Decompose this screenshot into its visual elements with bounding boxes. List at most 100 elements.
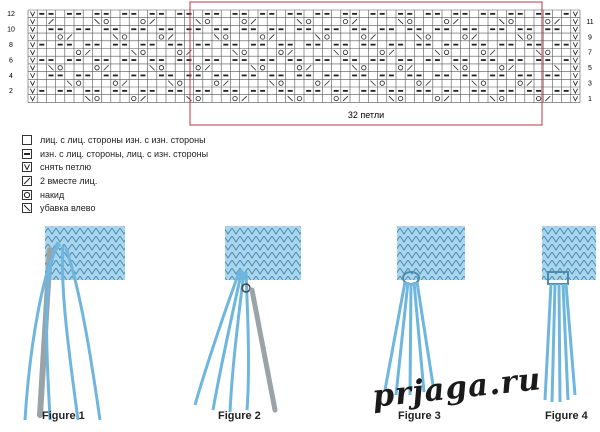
ssk-symbol: [131, 49, 137, 56]
ssk-symbol: [213, 34, 220, 40]
purl-symbol: [545, 28, 551, 31]
purl-symbol: [149, 89, 155, 92]
purl-symbol: [269, 28, 275, 31]
purl-symbol: [76, 28, 82, 31]
purl-symbol: [536, 12, 542, 15]
k2tog-symbol: [204, 64, 211, 71]
purl-symbol: [490, 59, 496, 61]
purl-symbol: [563, 43, 569, 46]
yarn-over-symbol: [462, 34, 468, 40]
slip-stitch-symbol: [30, 26, 36, 33]
purl-symbol: [361, 89, 367, 92]
chart-symbols: [30, 11, 578, 102]
purl-symbol: [324, 28, 330, 31]
purl-symbol: [131, 59, 137, 61]
purl-symbol: [370, 59, 376, 61]
purl-symbol: [398, 12, 404, 15]
k2tog-symbol: [66, 34, 73, 40]
purl-symbol: [388, 74, 394, 77]
purl-symbol: [131, 74, 137, 77]
legend-item: 2 вместе лиц.: [22, 174, 208, 188]
purl-symbol: [278, 28, 284, 31]
k2tog-symbol: [388, 49, 395, 56]
purl-symbol: [204, 12, 210, 15]
purl-symbol: [333, 74, 339, 77]
ssk-symbol: [186, 95, 192, 102]
purl-symbol: [352, 12, 358, 15]
yarn-over-symbol: [296, 65, 302, 71]
purl-symbol: [444, 89, 450, 92]
purl-symbol: [177, 89, 183, 92]
k2tog-symbol: [526, 80, 533, 86]
yarn-over-symbol: [480, 49, 486, 55]
purl-symbol: [241, 59, 247, 61]
k2tog-symbol: [250, 18, 257, 25]
purl-symbol: [453, 59, 459, 61]
row-number: 1: [588, 96, 592, 103]
ssk-symbol: [333, 49, 339, 56]
slip-stitch-symbol: [572, 34, 578, 41]
purl-symbol: [112, 89, 118, 92]
purl-symbol: [398, 59, 404, 61]
purl-symbol: [158, 74, 164, 77]
slip-stitch-symbol: [572, 49, 578, 56]
purl-symbol: [480, 89, 486, 92]
k2tog-symbol: [370, 34, 376, 40]
ssk-symbol: [471, 80, 477, 86]
purl-symbol: [177, 43, 183, 46]
purl-symbol: [370, 89, 376, 92]
purl-symbol: [250, 89, 256, 92]
purl-symbol: [214, 28, 220, 31]
purl-symbol: [517, 12, 523, 15]
purl-symbol: [66, 43, 72, 46]
yarn-over-symbol: [315, 80, 321, 86]
slip-stitch-symbol: [30, 19, 36, 25]
k2tog-symbol: [508, 64, 514, 71]
ssk-symbol: [112, 34, 119, 40]
purl-symbol: [563, 12, 569, 15]
yarn-over-symbol: [94, 95, 100, 102]
purl-symbol: [416, 28, 422, 31]
purl-symbol: [57, 89, 63, 92]
purl-symbol: [379, 74, 385, 77]
purl-symbol: [168, 28, 174, 31]
yarn-over-symbol: [480, 80, 486, 86]
purl-symbol: [177, 12, 183, 15]
k2tog-symbol: [241, 95, 247, 102]
ssk-symbol: [453, 64, 459, 71]
row-number: 7: [588, 50, 592, 57]
purl-symbol: [434, 74, 440, 77]
purl-symbol: [352, 28, 358, 31]
figure-3-illustration: [383, 226, 465, 396]
purl-symbol: [177, 59, 183, 61]
purl-symbol: [324, 12, 330, 15]
purl-symbol: [76, 12, 82, 15]
yarn-over-symbol: [103, 18, 109, 25]
legend: лиц. с лиц. стороны изн. с изн. стороны …: [22, 133, 208, 215]
slip-stitch-symbol: [30, 88, 36, 94]
purl-symbol: [214, 59, 220, 61]
yarn-over-symbol: [140, 49, 146, 55]
yarn-over-symbol: [499, 65, 505, 71]
ssk-symbol: [296, 18, 303, 25]
purl-symbol: [250, 43, 256, 46]
legend-item: лиц. с лиц. стороны изн. с изн. стороны: [22, 133, 208, 147]
row-number: 9: [588, 34, 592, 41]
legend-text: 2 вместе лиц.: [40, 175, 98, 186]
purl-symbol: [508, 59, 514, 61]
purl-symbol: [306, 28, 312, 31]
k2tog-symbol: [167, 34, 174, 40]
yarn-over-symbol: [462, 65, 468, 71]
legend-text: накид: [40, 189, 65, 200]
k2tog-symbol: [149, 18, 155, 25]
legend-item: убавка влево: [22, 201, 208, 215]
purl-symbol: [48, 59, 54, 61]
figure-4-illustration: [542, 226, 596, 403]
purl-symbol: [499, 28, 505, 31]
purl-symbol: [480, 59, 486, 61]
purl-symbol: [434, 12, 440, 15]
purl-symbol: [517, 59, 523, 61]
purl-symbol: [536, 89, 542, 92]
purl-symbol: [232, 59, 238, 61]
purl-symbol: [140, 89, 146, 92]
